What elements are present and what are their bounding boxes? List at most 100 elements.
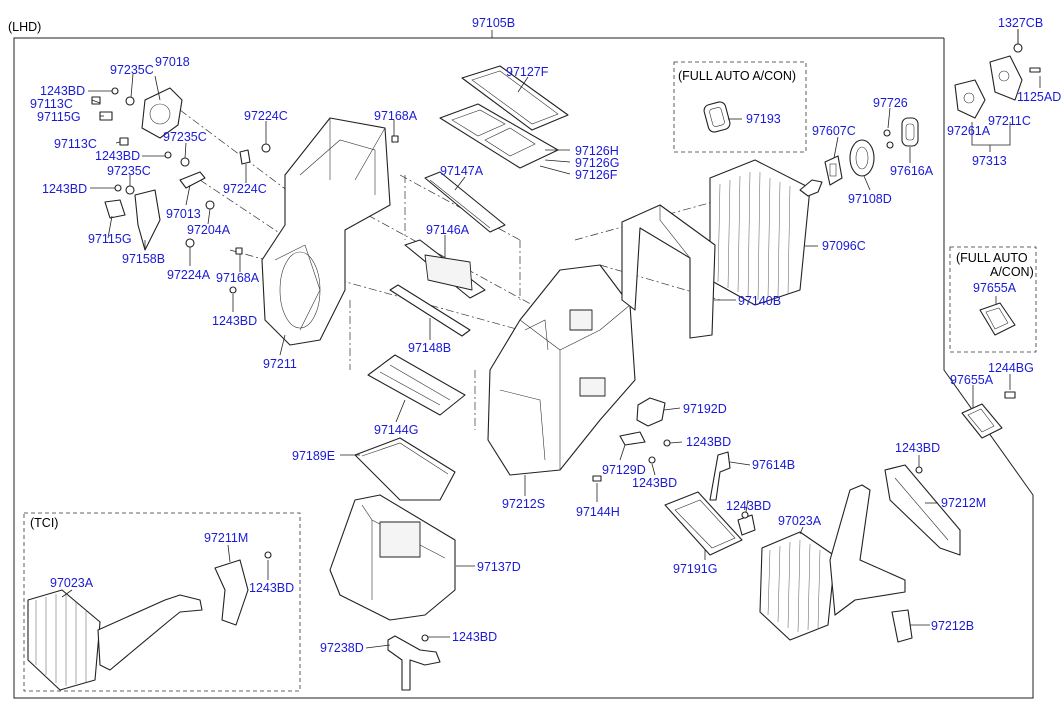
screw-1243BD-e (663, 439, 671, 447)
part-97655A-boxed (979, 302, 1016, 336)
part-label-97211C: 97211C (988, 114, 1031, 128)
part-label-1243BD-h: 1243BD (895, 441, 940, 455)
lever-97158B (134, 189, 161, 251)
clip-97113C-b (119, 137, 129, 146)
part-label-97023A-b: 97023A (50, 576, 94, 590)
part-label-97189E: 97189E (292, 449, 335, 463)
bush-97224C-b (239, 149, 251, 165)
part-label-97726: 97726 (873, 96, 908, 110)
heater-pipes-a (829, 484, 906, 616)
pipe-evap (799, 179, 823, 197)
link-97013 (179, 171, 206, 189)
case-97137D-body (329, 494, 456, 621)
oring-97726-b (886, 141, 894, 149)
screw-1243BD-i (421, 634, 429, 642)
actuator-97018 (141, 87, 183, 139)
part-label-97129D: 97129D (602, 463, 646, 477)
lhd-label: (LHD) (8, 20, 41, 34)
part-label-1243BD-g: 1243BD (726, 499, 771, 513)
part-97655A (961, 391, 1016, 439)
part-label-97193: 97193 (746, 112, 781, 126)
part-97193 (703, 101, 731, 133)
lower-case-97137D (329, 494, 456, 621)
screw-1243BD-c (114, 184, 122, 192)
door-97146A-panel (424, 254, 473, 291)
screw-1243BD-d (229, 286, 237, 294)
case-97212S-body (487, 264, 636, 476)
actuator-parts-left (91, 87, 399, 294)
full-auto-box-2 (949, 246, 1037, 353)
part-label-1243BD-b: 1243BD (95, 149, 140, 163)
clip-97235C-b (180, 157, 190, 167)
seal-97108D (849, 139, 875, 177)
clip-97168A-a (391, 135, 399, 143)
part-label-1243BD-f: 1243BD (632, 476, 677, 490)
part-label-97238D: 97238D (320, 641, 364, 655)
screw-1243BD-b (164, 151, 172, 159)
part-label-97018: 97018 (155, 55, 190, 69)
part-label-1243BD-j: 1243BD (249, 581, 294, 595)
part-label-97108D: 97108D (848, 192, 892, 206)
clip-97113C-a (91, 96, 101, 105)
heater-97023A-b (27, 589, 101, 691)
tray-97189E (354, 437, 456, 501)
part-label-97126H: 97126H (575, 144, 619, 158)
part-label-1243BD-c: 1243BD (42, 182, 87, 196)
part-label-1327CB: 1327CB (998, 16, 1043, 30)
part-label-97113C-a: 97113C (30, 97, 73, 111)
tci-contents (27, 559, 249, 691)
part-label-1125AD: 1125AD (1017, 90, 1061, 104)
part-label-97204A: 97204A (187, 223, 231, 237)
main-frame (13, 37, 1034, 699)
part-label-97096C: 97096C (822, 239, 866, 253)
part-label-97212S: 97212S (502, 497, 545, 511)
pipe-97211M (214, 559, 249, 626)
part-label-97235C-b: 97235C (163, 130, 207, 144)
gasket-97127F (461, 65, 569, 131)
full-auto-box-1 (673, 61, 807, 153)
part-label-97146A: 97146A (426, 223, 470, 237)
screw-1125AD (1029, 67, 1041, 73)
part-label-97211: 97211 (263, 357, 297, 371)
part-label-97224C-b: 97224C (223, 182, 267, 196)
module-97192D (636, 397, 666, 427)
part-label-97168A-b: 97168A (216, 271, 260, 285)
part-labels: 1327CB 1125AD 97261A 97211C 97313 97235C… (30, 16, 1061, 655)
part-label-97013: 97013 (166, 207, 201, 221)
hose-97238D-body (387, 635, 441, 691)
main-case-97212S (487, 264, 636, 476)
tci-box (23, 512, 301, 692)
frame-97140B (621, 204, 716, 339)
part-label-97137D: 97137D (477, 560, 521, 574)
part-label-97224C-a: 97224C (244, 109, 288, 123)
clip-97144H (592, 475, 602, 482)
part-label-97212B: 97212B (931, 619, 974, 633)
part-label-97655A-a: 97655A (973, 281, 1017, 295)
part-label-97168A-a: 97168A (374, 109, 418, 123)
part-label-97126G: 97126G (575, 156, 619, 170)
part-label-97115G-a: 97115G (37, 110, 81, 124)
part-label-97105B: 97105B (472, 16, 515, 30)
door-parts (367, 171, 506, 416)
filter-cover-group (439, 65, 569, 169)
part-label-97148B: 97148B (408, 341, 451, 355)
evaporator-group (709, 117, 919, 306)
tci-label: (TCI) (30, 516, 58, 530)
part-label-97313: 97313 (972, 154, 1007, 168)
bush-97224C-a (261, 143, 271, 153)
sensor-97129D (619, 431, 646, 446)
lever-97115G-b (104, 199, 126, 219)
clip-97168A-b (235, 247, 243, 255)
part-label-97192D: 97192D (683, 402, 727, 416)
part-label-97126F: 97126F (575, 168, 618, 182)
tray-97189E-body (354, 437, 456, 501)
screw-1244BG (1004, 391, 1016, 399)
part-label-1243BD-a: 1243BD (40, 84, 85, 98)
part-label-97235C-a: 97235C (110, 63, 154, 77)
screw-1243BD-a (111, 87, 119, 95)
door-97144G (367, 354, 466, 416)
misc-screws (111, 87, 429, 642)
part-label-97211M: 97211M (204, 531, 248, 545)
heater-core-main (759, 464, 961, 643)
